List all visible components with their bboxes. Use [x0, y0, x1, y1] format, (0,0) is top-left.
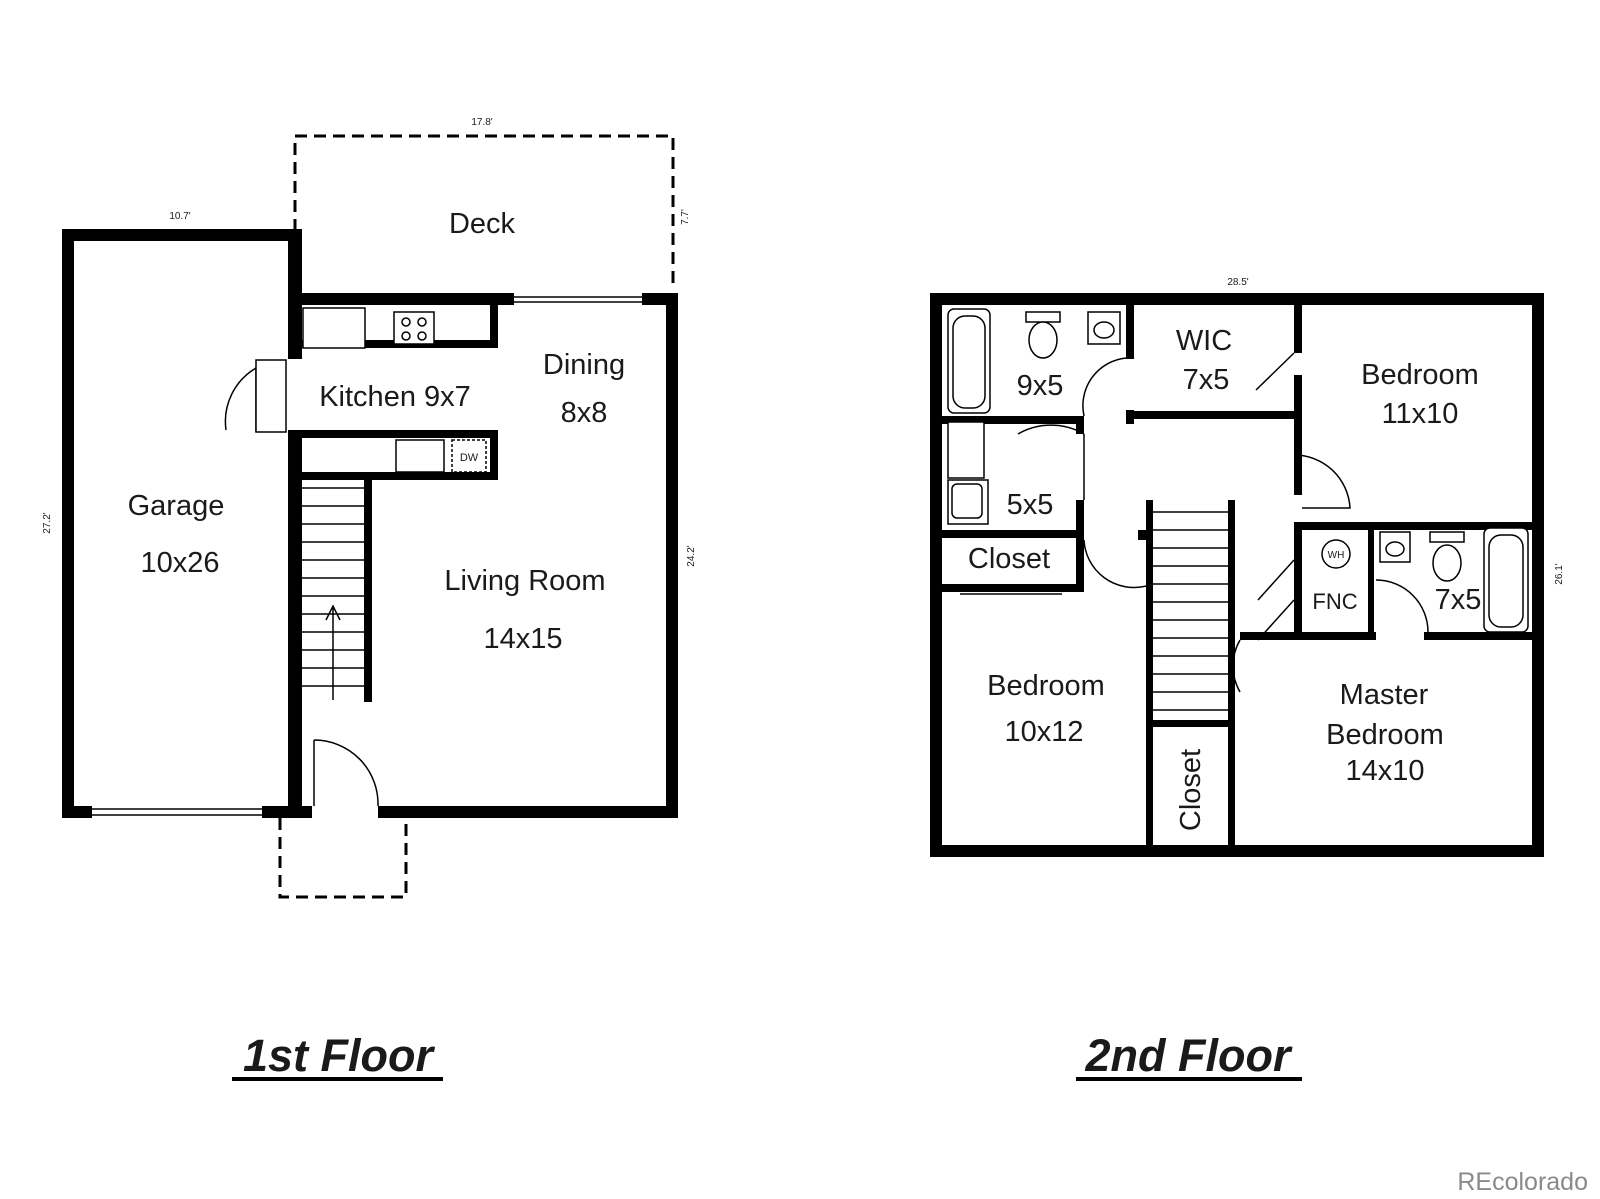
bathtub-master: [1483, 527, 1529, 633]
stove: [393, 311, 435, 345]
first-floor-title: 1st Floor: [243, 1030, 436, 1081]
wic-label: WIC: [1176, 325, 1232, 357]
kitchen-lower-counter-wall: [288, 430, 498, 438]
furnace-label: FNC: [1312, 589, 1357, 614]
stairs-second-floor: [1153, 511, 1228, 711]
first-floor-plan: Deck Kitchen 9x7 Dining 8x8 Garage 10x26…: [42, 117, 697, 1081]
kitchen-label: Kitchen 9x7: [319, 381, 471, 413]
sink-master: [1379, 531, 1411, 563]
toilet-upper: [1025, 311, 1061, 323]
house-wall-bottom-left: [288, 806, 312, 818]
refrigerator: [302, 307, 366, 349]
bathtub-upper: [947, 308, 991, 414]
kitchen-upper-counter-wall: [288, 340, 498, 348]
bedroom-sw-label: Bedroom: [987, 670, 1105, 702]
bedroom-sw-size: 10x12: [1004, 716, 1083, 748]
master-bath-size: 7x5: [1435, 584, 1482, 616]
master-bedroom-line1: Master: [1340, 679, 1429, 711]
washer: [947, 421, 985, 479]
front-door: [313, 739, 379, 807]
sink-upper: [1087, 311, 1121, 345]
water-heater: [1321, 539, 1351, 569]
dishwasher-label: DW: [460, 452, 479, 464]
deck-width-dim: 17.8': [471, 117, 492, 128]
garage-house-wall-lower: [288, 430, 302, 818]
garage-kitchen-door: [224, 367, 257, 432]
dishwasher: [451, 439, 487, 473]
living-room-size: 14x15: [483, 623, 562, 655]
water-heater-label: WH: [1328, 550, 1345, 561]
first-floor-title-underline: [232, 1077, 443, 1081]
hall-closet-label: Closet: [968, 543, 1050, 575]
dining-size: 8x8: [561, 397, 608, 429]
living-room-label: Living Room: [444, 565, 605, 597]
garage-label: Garage: [128, 490, 225, 522]
second-floor-wall-right: [1532, 293, 1544, 857]
garage-wall-bottom-left: [62, 806, 92, 818]
stair-wall: [364, 472, 372, 702]
house-wall-right: [666, 293, 678, 818]
second-floor-width-dim: 28.5': [1227, 277, 1248, 288]
vertical-closet-label: Closet: [1175, 749, 1207, 831]
house-wall-bottom-right: [378, 806, 678, 818]
deck-label: Deck: [449, 208, 516, 240]
second-floor-wall-top: [930, 293, 1544, 305]
bedroom-ne-size: 11x10: [1382, 398, 1459, 430]
stairs-first-floor: [302, 487, 364, 700]
wic-size: 7x5: [1183, 364, 1230, 396]
garage-width-dim: 10.7': [169, 211, 190, 222]
garage-wall-left: [62, 229, 74, 818]
front-porch: [278, 818, 408, 899]
second-floor-depth-dim: 26.1': [1554, 563, 1565, 584]
deck-outline: [293, 134, 675, 290]
second-floor-wall-left: [930, 293, 942, 857]
laundry-size: 5x5: [1007, 489, 1054, 521]
house-wall-top-left: [288, 293, 514, 305]
master-bedroom-line2: Bedroom: [1326, 719, 1444, 751]
upper-bath-size: 9x5: [1017, 370, 1064, 402]
second-floor-wall-bottom: [930, 845, 1544, 857]
second-floor-plan: 9x5 WIC 7x5 Bedroom 11x10 5x5 Closet WH …: [930, 277, 1565, 1081]
house-depth-dim: 24.2': [686, 545, 697, 566]
garage-depth-dim: 27.2': [42, 512, 53, 533]
toilet-master: [1429, 531, 1465, 543]
dining-label: Dining: [543, 349, 625, 381]
kitchen-sink: [395, 439, 445, 473]
second-floor-title: 2nd Floor: [1085, 1030, 1293, 1081]
second-floor-title-underline: [1076, 1077, 1302, 1081]
stairs-up-arrow: [325, 604, 341, 700]
bedroom-ne-label: Bedroom: [1361, 359, 1479, 391]
watermark: REcolorado: [1457, 1168, 1588, 1196]
deck-depth-dim: 7.7': [680, 209, 691, 225]
garage-wall-top: [62, 229, 302, 241]
garage-size: 10x26: [140, 547, 219, 579]
master-bedroom-size: 14x10: [1345, 755, 1424, 787]
